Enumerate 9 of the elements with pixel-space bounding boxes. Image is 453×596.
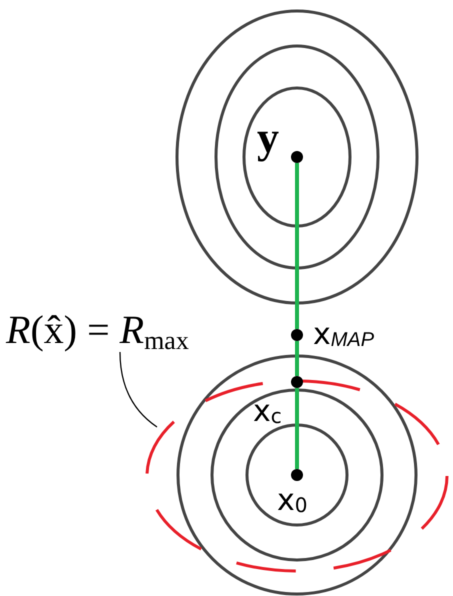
- point-dot: [291, 376, 303, 388]
- formula-label: R(x̂) = R$_{max}$: [6, 308, 214, 352]
- point-dot: [291, 469, 303, 481]
- connecting-line: [295, 341, 299, 376]
- connecting-line: [295, 163, 299, 329]
- leader-line: [119, 352, 158, 428]
- point-dot: [291, 329, 303, 341]
- point-dot: [291, 151, 303, 163]
- connecting-line: [295, 388, 299, 469]
